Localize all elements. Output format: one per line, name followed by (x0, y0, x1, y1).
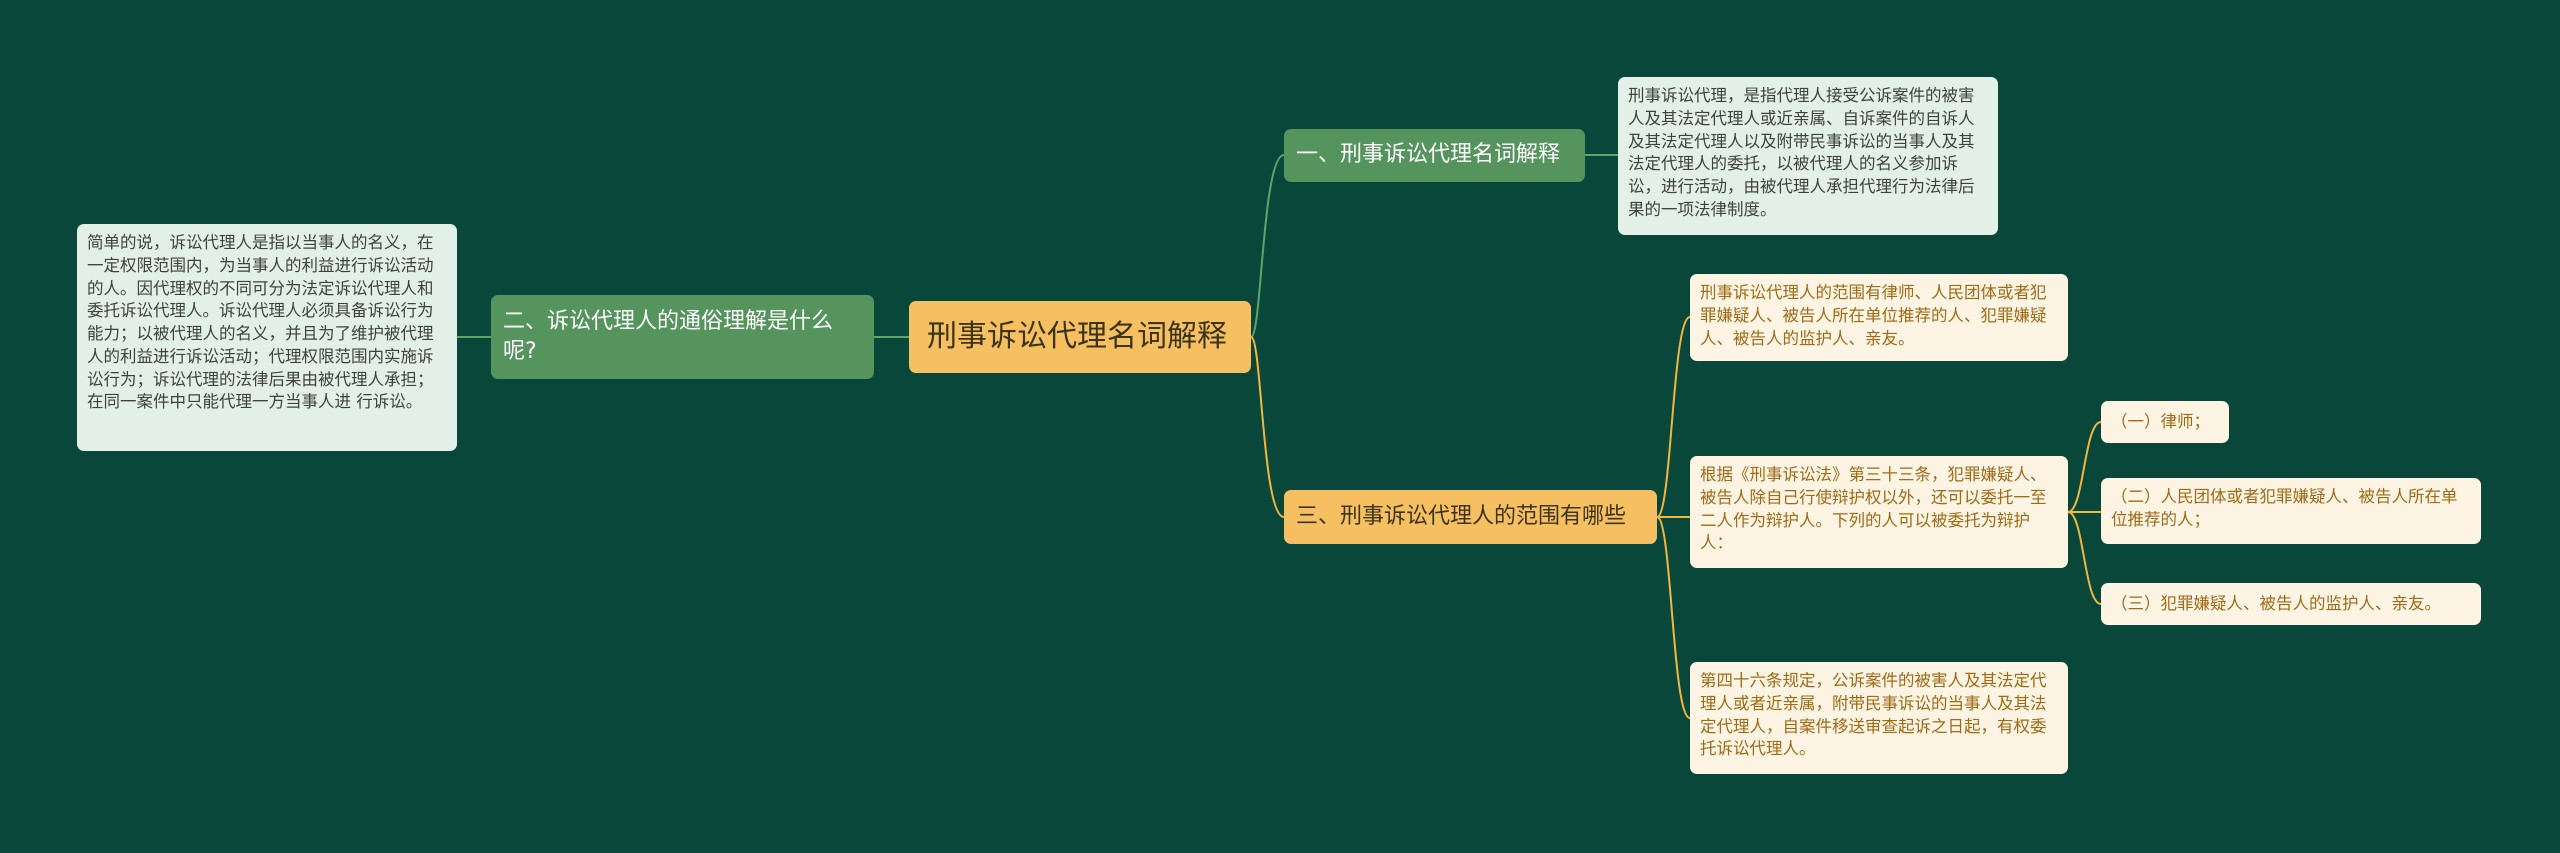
link-b3-c3 (1656, 516, 1691, 719)
branch-3-child-2-text: 根据《刑事诉讼法》第三十三条，犯罪嫌疑人、被告人除自己行使辩护权以外，还可以委托… (1700, 465, 2047, 553)
sub-item-2-text: （二）人民团体或者犯罪嫌疑人、被告人所在单位推荐的人； (2111, 487, 2458, 529)
branch-1-topic[interactable]: 一、刑事诉讼代理名词解释 (1284, 129, 1585, 182)
branch-3-child-1[interactable]: 刑事诉讼代理人的范围有律师、人民团体或者犯罪嫌疑人、被告人所在单位推荐的人、犯罪… (1690, 274, 2068, 361)
branch-2-detail-text: 简单的说，诉讼代理人是指以当事人的名义，在一定权限范围内，为当事人的利益进行诉讼… (87, 233, 434, 412)
branch-2-label: 二、诉讼代理人的通俗理解是什么呢? (503, 308, 834, 364)
link-b3-c1 (1656, 316, 1691, 518)
branch-3-child-1-text: 刑事诉讼代理人的范围有律师、人民团体或者犯罪嫌疑人、被告人所在单位推荐的人、犯罪… (1700, 283, 2047, 348)
sub-item-1-text: （一）律师； (2111, 411, 2210, 431)
branch-2-topic[interactable]: 二、诉讼代理人的通俗理解是什么呢? (491, 295, 874, 379)
branch-3-child-2[interactable]: 根据《刑事诉讼法》第三十三条，犯罪嫌疑人、被告人除自己行使辩护权以外，还可以委托… (1690, 456, 2068, 568)
link-root-b3 (1250, 336, 1285, 518)
link-root-b1 (1250, 154, 1285, 338)
branch-3-child-3-text: 第四十六条规定，公诉案件的被害人及其法定代理人或者近亲属，附带民事诉讼的当事人及… (1700, 671, 2047, 759)
root-topic[interactable]: 刑事诉讼代理名词解释 (909, 301, 1251, 373)
branch-1-detail[interactable]: 刑事诉讼代理，是指代理人接受公诉案件的被害人及其法定代理人或近亲属、自诉案件的自… (1618, 77, 1998, 235)
branch-1-label: 一、刑事诉讼代理名词解释 (1296, 142, 1561, 168)
branch-3-child-3[interactable]: 第四十六条规定，公诉案件的被害人及其法定代理人或者近亲属，附带民事诉讼的当事人及… (1690, 662, 2068, 774)
branch-1-detail-text: 刑事诉讼代理，是指代理人接受公诉案件的被害人及其法定代理人或近亲属、自诉案件的自… (1628, 86, 1975, 219)
branch-3-label: 三、刑事诉讼代理人的范围有哪些 (1296, 503, 1627, 529)
sub-item-1[interactable]: （一）律师； (2101, 401, 2229, 443)
sub-item-3-text: （三）犯罪嫌疑人、被告人的监护人、亲友。 (2111, 593, 2441, 613)
branch-2-detail[interactable]: 简单的说，诉讼代理人是指以当事人的名义，在一定权限范围内，为当事人的利益进行诉讼… (77, 224, 457, 451)
root-topic-label: 刑事诉讼代理名词解释 (927, 319, 1227, 355)
sub-item-3[interactable]: （三）犯罪嫌疑人、被告人的监护人、亲友。 (2101, 583, 2481, 625)
branch-3-topic[interactable]: 三、刑事诉讼代理人的范围有哪些 (1284, 490, 1657, 544)
link-c2-d1 (2067, 421, 2102, 513)
link-c2-d3 (2067, 511, 2102, 605)
sub-item-2[interactable]: （二）人民团体或者犯罪嫌疑人、被告人所在单位推荐的人； (2101, 478, 2481, 544)
